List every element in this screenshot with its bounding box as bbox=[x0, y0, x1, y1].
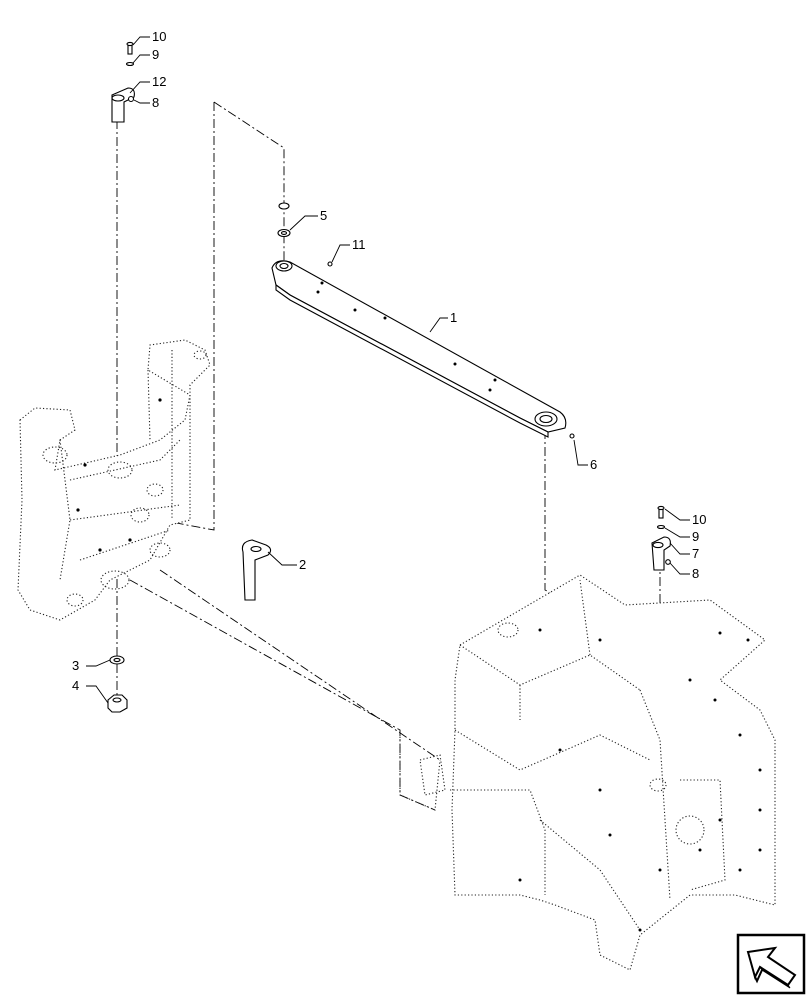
callout-9-right: 9 bbox=[692, 529, 699, 544]
nut-8-top bbox=[127, 95, 135, 103]
callout-4: 4 bbox=[72, 678, 79, 693]
callout-2: 2 bbox=[299, 557, 306, 572]
callout-1: 1 bbox=[450, 310, 457, 325]
callout-5: 5 bbox=[320, 208, 327, 223]
small-parts bbox=[107, 41, 671, 713]
pin-12 bbox=[111, 87, 135, 123]
callout-labels: 10 9 12 8 5 11 1 6 2 10 9 7 8 3 4 bbox=[72, 29, 706, 693]
callout-7: 7 bbox=[692, 546, 699, 561]
callout-10-right: 10 bbox=[692, 512, 706, 527]
callout-6: 6 bbox=[590, 457, 597, 472]
arm-link-line bbox=[213, 101, 285, 265]
frame-bracket-line bbox=[159, 102, 215, 531]
leader-lines bbox=[86, 36, 690, 704]
lower-link-line-2 bbox=[159, 569, 441, 761]
callout-10-top: 10 bbox=[152, 29, 166, 44]
lower-link-line bbox=[129, 579, 436, 811]
callout-9-top: 9 bbox=[152, 47, 159, 62]
washer-9-top bbox=[125, 61, 135, 67]
callout-3: 3 bbox=[72, 658, 79, 673]
callout-12: 12 bbox=[152, 74, 166, 89]
tractor-body bbox=[399, 574, 776, 971]
callout-11: 11 bbox=[352, 237, 366, 252]
callout-8-right: 8 bbox=[692, 566, 699, 581]
right-axis-line bbox=[544, 430, 566, 601]
callout-8-top: 8 bbox=[152, 95, 159, 110]
pin-2 bbox=[241, 539, 272, 601]
part-1-link-arm bbox=[271, 260, 567, 438]
left-frame-bracket bbox=[17, 339, 211, 621]
return-arrow-icon[interactable] bbox=[736, 933, 806, 995]
